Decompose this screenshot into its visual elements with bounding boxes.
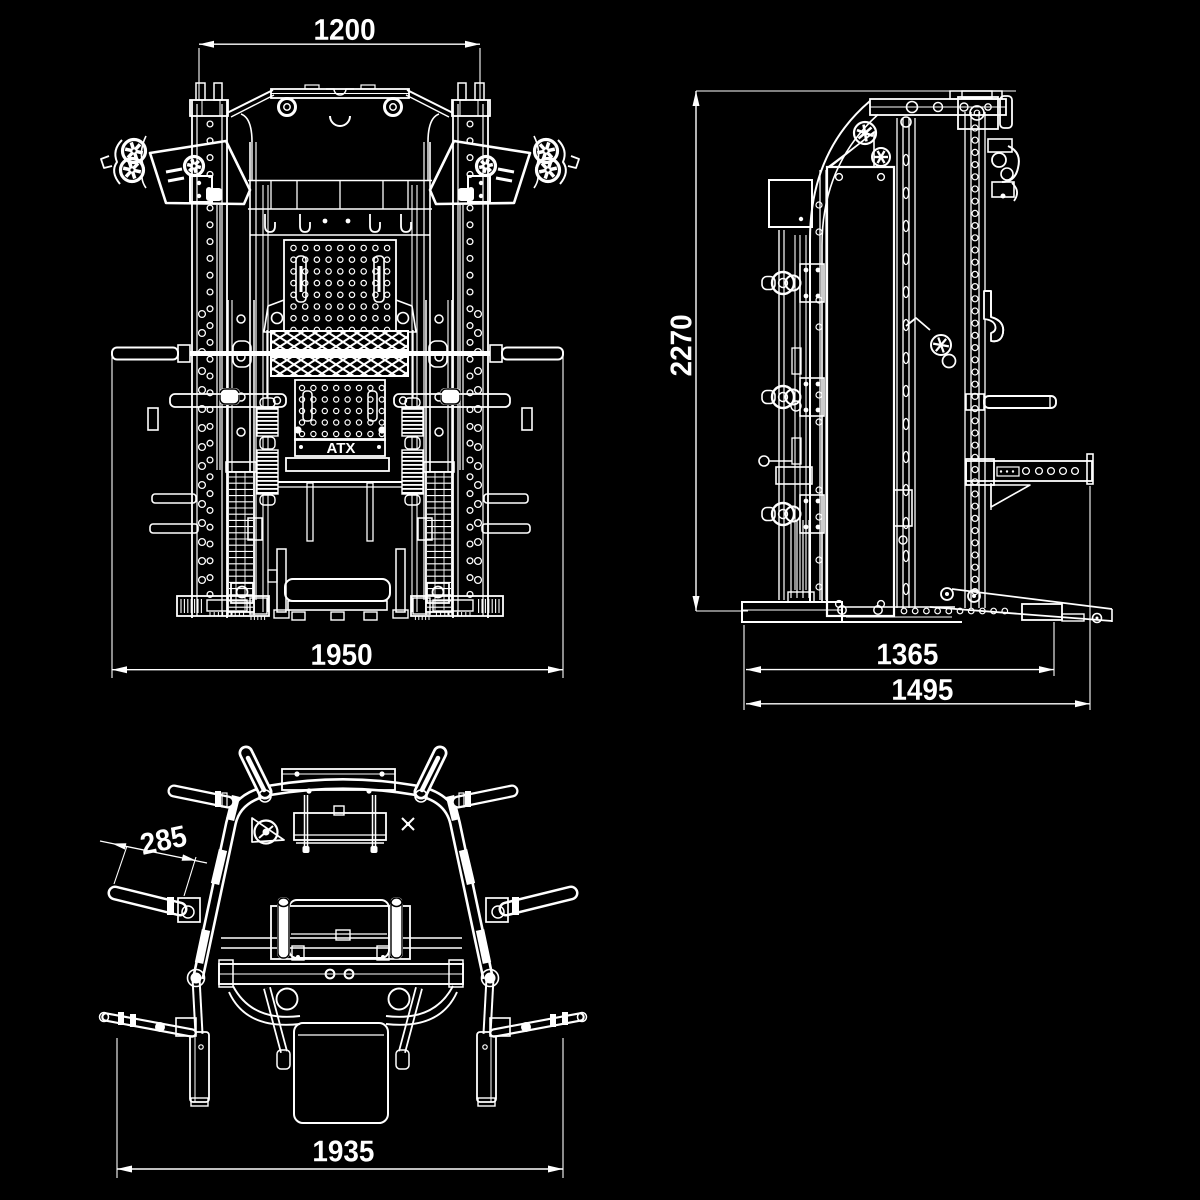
svg-text:ATX: ATX xyxy=(327,440,356,457)
